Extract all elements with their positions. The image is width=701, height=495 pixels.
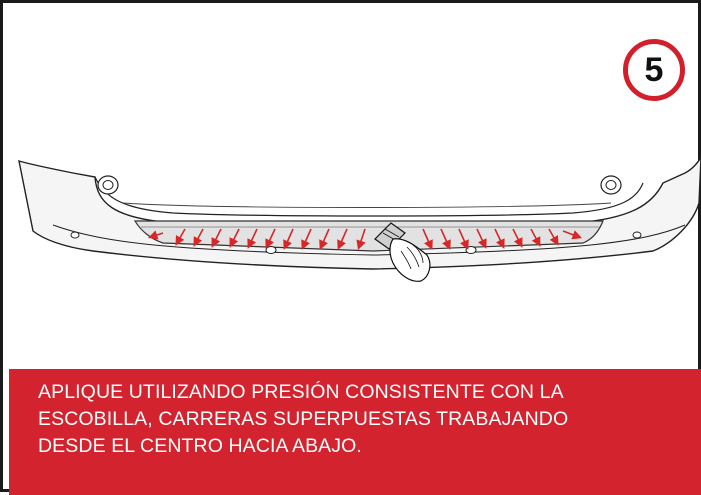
direction-arrows-left bbox=[147, 228, 366, 251]
center-sensor-left bbox=[265, 246, 277, 254]
caption-line-3: DESDE EL CENTRO HACIA ABAJO. bbox=[38, 435, 362, 457]
parking-sensor-left bbox=[70, 231, 80, 239]
step-number-badge: 5 bbox=[623, 39, 685, 101]
instruction-caption: APLIQUE UTILIZANDO PRESIÓN CONSISTENTE C… bbox=[9, 369, 701, 495]
direction-arrows-right bbox=[422, 228, 582, 250]
step-number: 5 bbox=[644, 51, 664, 89]
bumper-top-line bbox=[94, 176, 644, 217]
squeegee-hand-icon bbox=[374, 222, 431, 282]
bumper-inner-line bbox=[122, 202, 612, 208]
caption-line-2: ESCOBILLA, CARRERAS SUPERPUESTAS TRABAJA… bbox=[38, 408, 569, 430]
center-sensor-right bbox=[465, 246, 477, 254]
bumper-illustration bbox=[18, 156, 701, 282]
bumper-outline bbox=[18, 156, 701, 270]
caption-line-1: APLIQUE UTILIZANDO PRESIÓN CONSISTENTE C… bbox=[38, 381, 564, 403]
parking-sensor-right bbox=[632, 231, 642, 239]
